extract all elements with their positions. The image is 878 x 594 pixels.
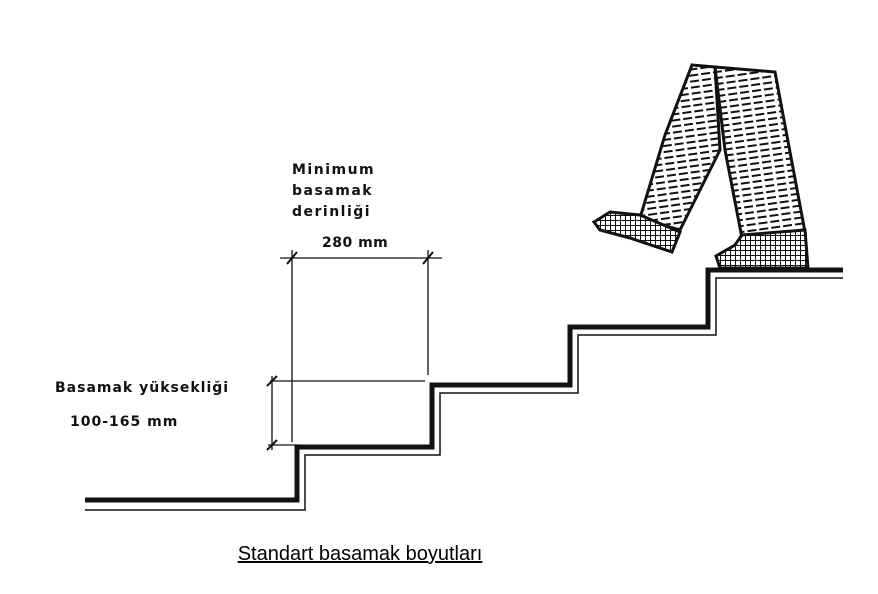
depth-label-line: Minimum bbox=[292, 162, 376, 178]
depth-label: Minimum basamak derinliği bbox=[292, 160, 375, 223]
stair-profile bbox=[85, 267, 843, 511]
dimension-lines bbox=[266, 250, 442, 451]
depth-value: 280 mm bbox=[322, 235, 389, 251]
depth-label-line: basamak bbox=[292, 183, 374, 199]
walking-legs-illustration bbox=[591, 63, 810, 270]
depth-label-line: derinliği bbox=[292, 204, 372, 220]
height-value: 100-165 mm bbox=[70, 414, 179, 430]
figure-caption: Standart basamak boyutları bbox=[237, 543, 483, 565]
height-label: Basamak yüksekliği bbox=[55, 380, 230, 396]
